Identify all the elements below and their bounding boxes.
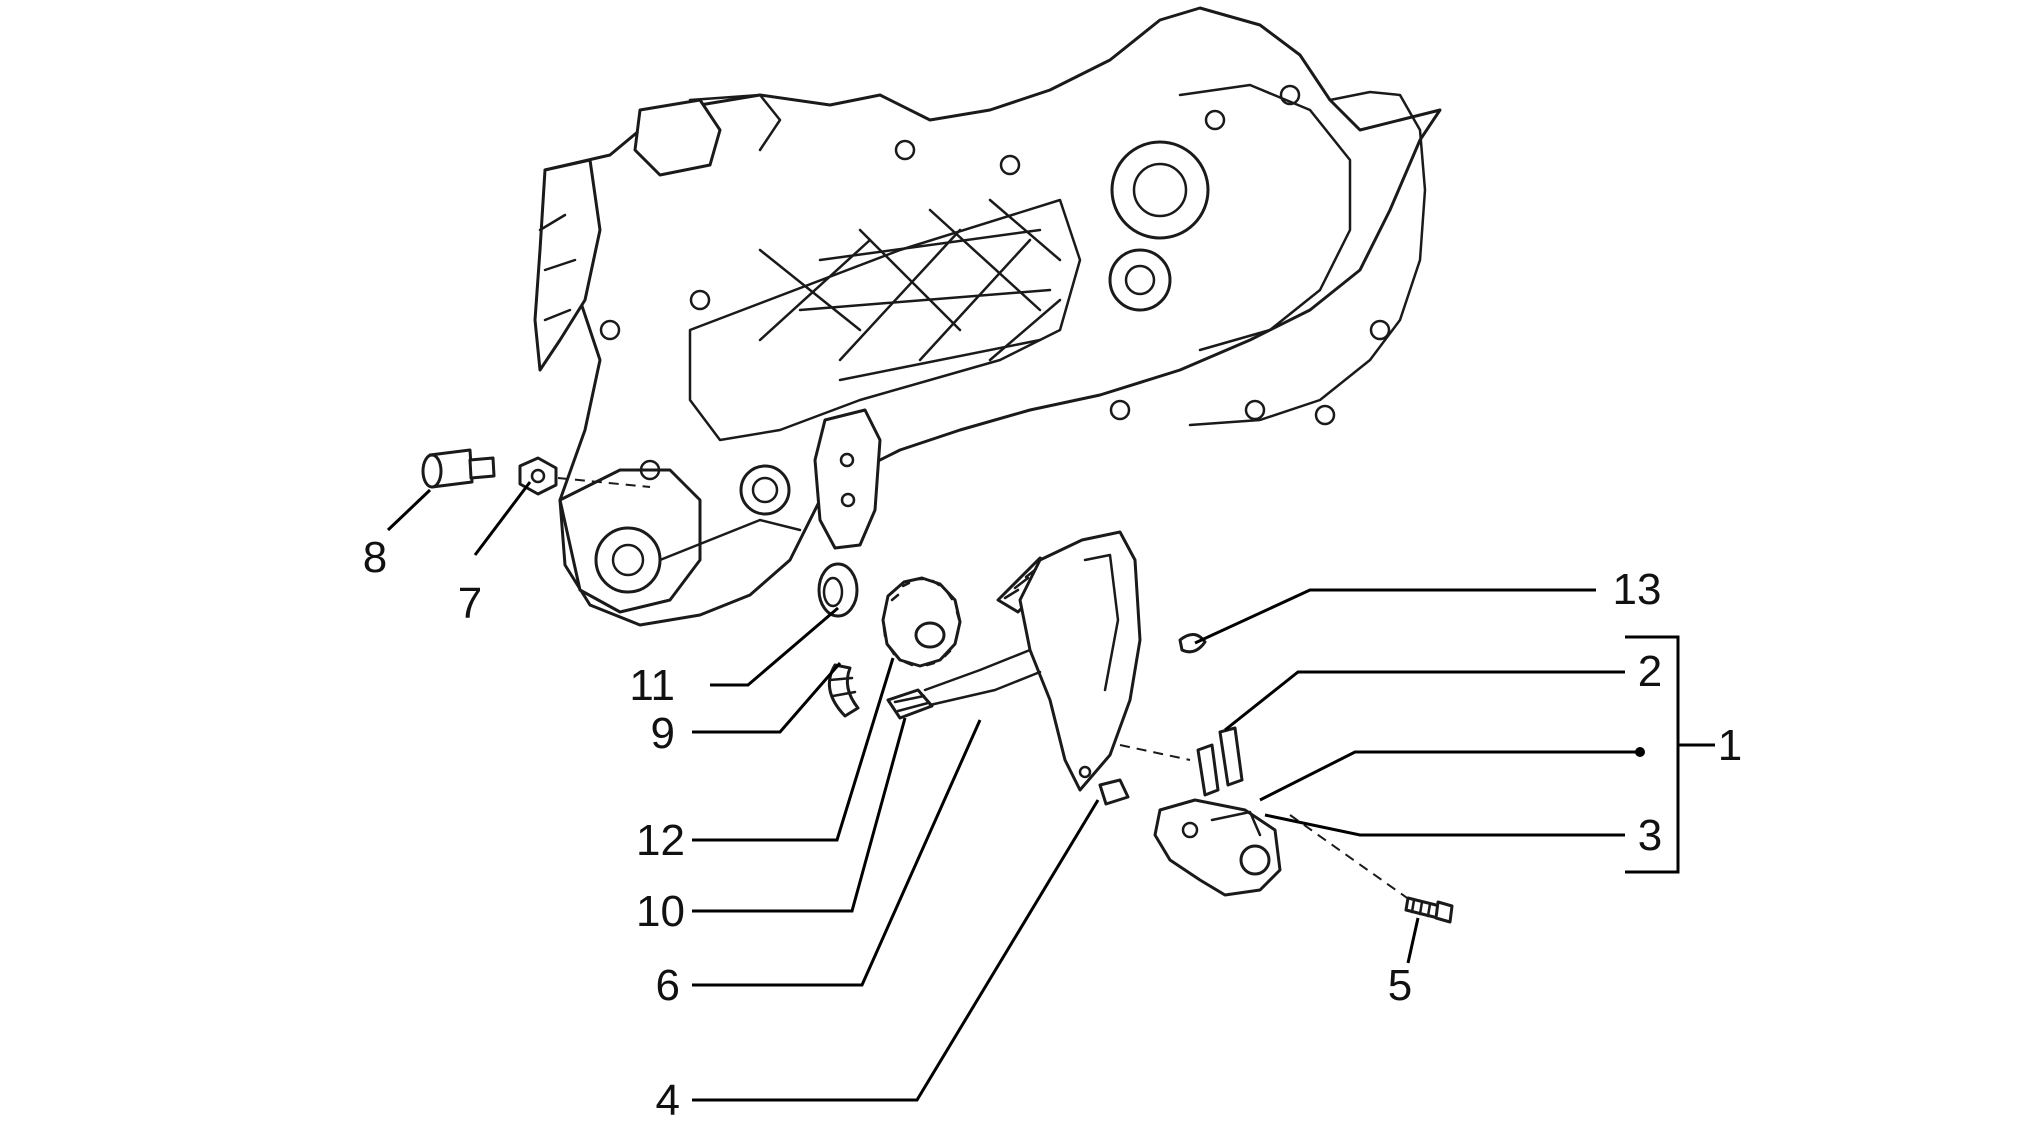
gear-part-12 bbox=[881, 576, 962, 668]
callout-4: 4 bbox=[656, 1076, 680, 1122]
callout-2: 2 bbox=[1638, 647, 1662, 696]
callout-8: 8 bbox=[363, 533, 387, 582]
screw-part-4 bbox=[1098, 778, 1130, 806]
bushing-part-11 bbox=[817, 562, 859, 618]
callout-10: 10 bbox=[636, 887, 685, 936]
clip-part-13 bbox=[1178, 633, 1207, 654]
assembly-axis-left bbox=[557, 477, 651, 488]
assembly-axis-screw bbox=[1289, 814, 1411, 901]
chain-links bbox=[1003, 558, 1054, 600]
callout-11: 11 bbox=[629, 661, 675, 710]
spring-part-10 bbox=[886, 688, 934, 720]
callout-5: 5 bbox=[1388, 961, 1412, 1010]
leader-dot bbox=[1635, 747, 1645, 757]
oil-pump-part-1 bbox=[1153, 726, 1282, 897]
callout-7: 7 bbox=[458, 579, 482, 628]
callout-6: 6 bbox=[656, 961, 680, 1010]
callout-13: 13 bbox=[1613, 565, 1662, 614]
callout-1: 1 bbox=[1718, 721, 1742, 770]
spring-part-9 bbox=[827, 663, 860, 718]
screw-part-5 bbox=[1404, 896, 1454, 924]
crankcase-housing bbox=[533, 6, 1442, 627]
callout-12: 12 bbox=[636, 816, 685, 865]
cover-plate-part-6 bbox=[923, 530, 1142, 792]
callout-9: 9 bbox=[651, 709, 675, 758]
leader-lines bbox=[386, 481, 1715, 1102]
callout-labels: 8 7 11 9 12 10 6 4 5 13 2 3 1 bbox=[363, 533, 1742, 1122]
callout-3: 3 bbox=[1638, 811, 1662, 860]
bushing-part-8 bbox=[421, 448, 496, 489]
assembly-axis-right bbox=[1119, 744, 1191, 761]
